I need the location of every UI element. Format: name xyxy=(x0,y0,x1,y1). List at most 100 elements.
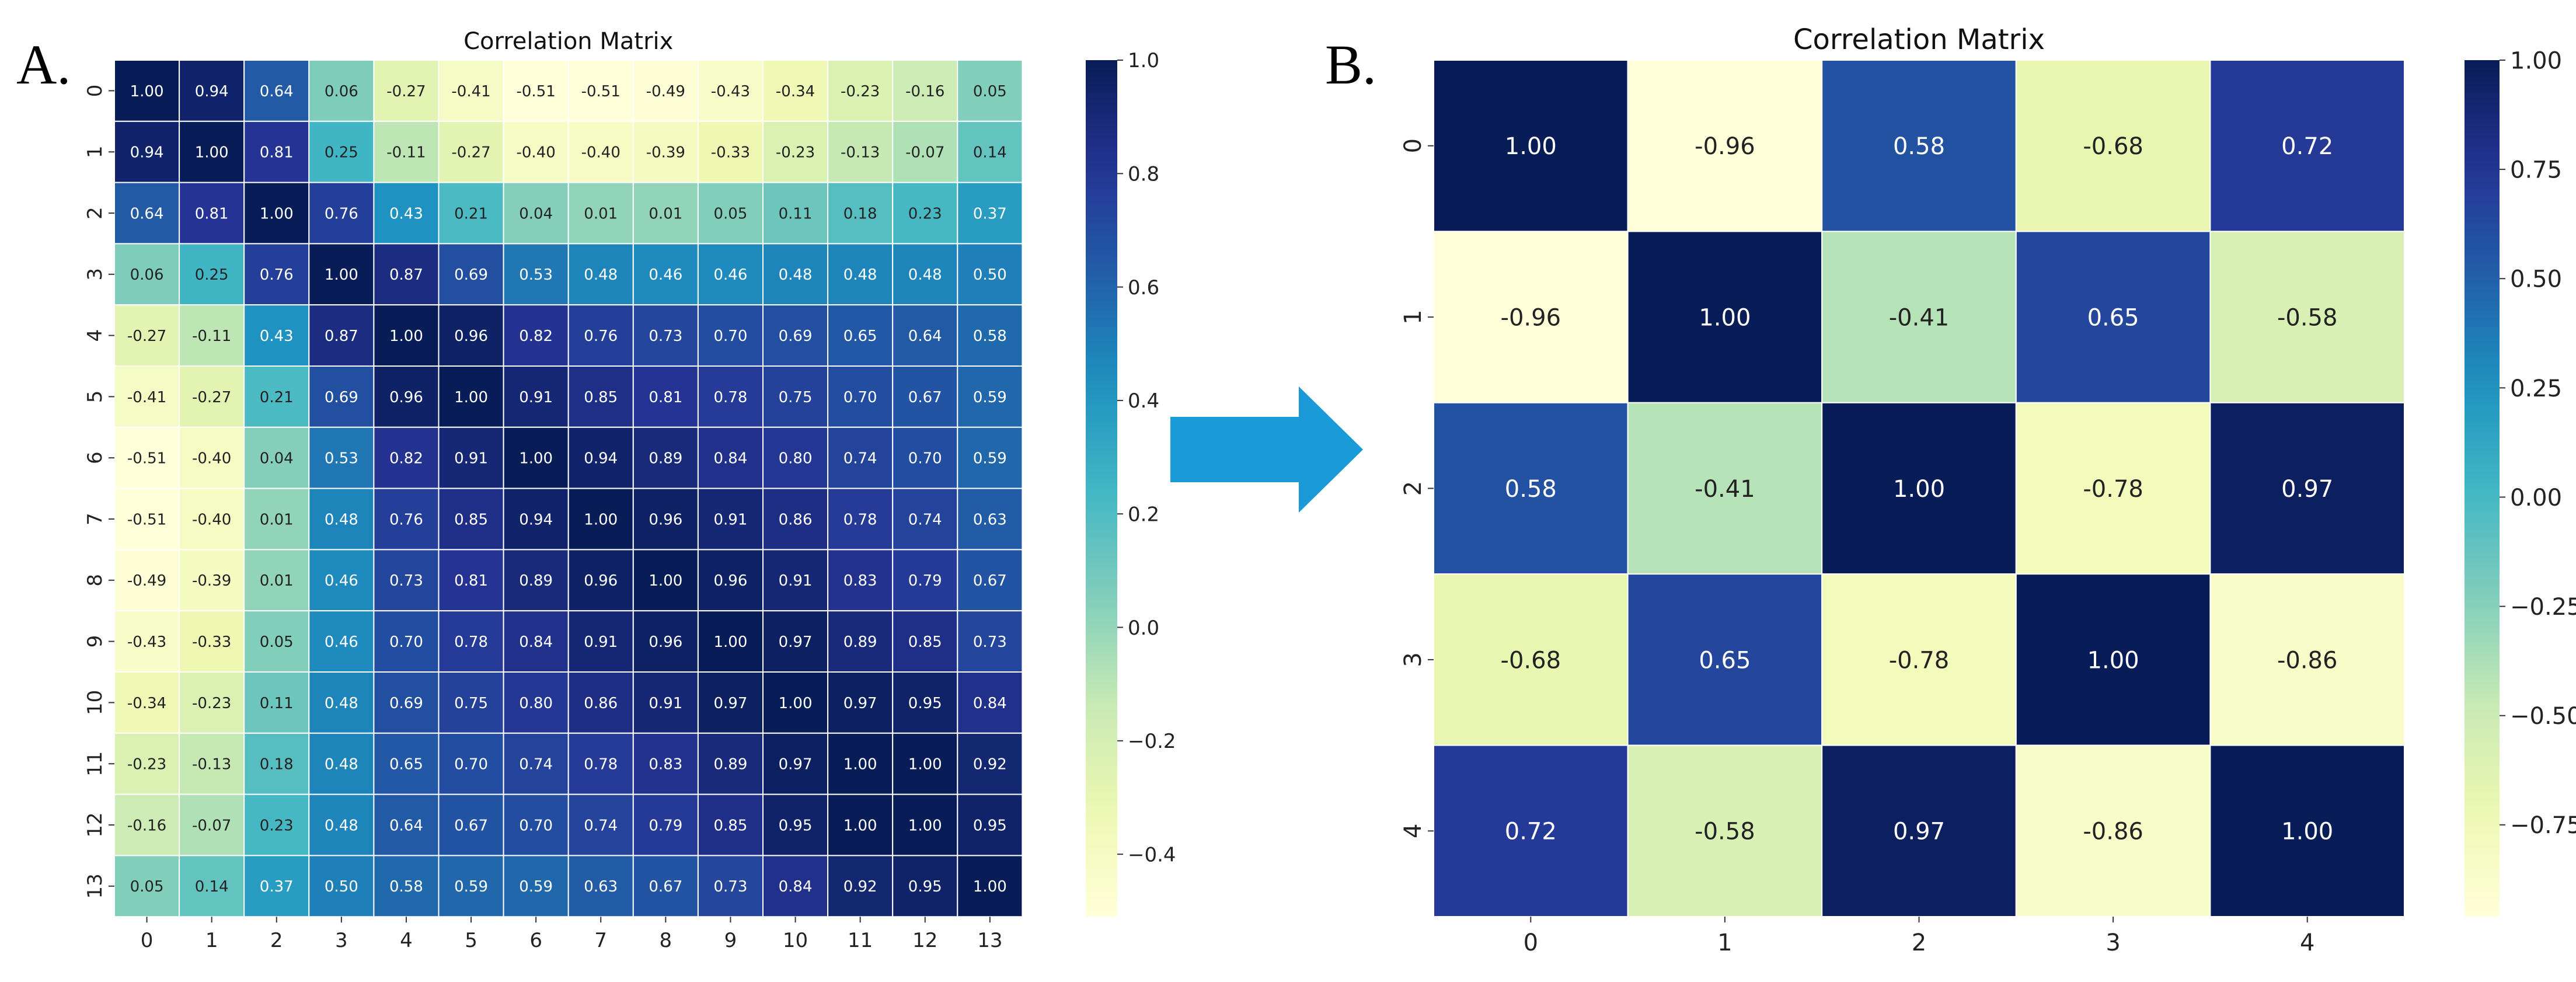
heatmap-cell xyxy=(632,182,699,245)
cell-value-label: 0.58 xyxy=(389,878,423,896)
chart-title: Correlation Matrix xyxy=(1793,23,2045,56)
cell-value-label: 0.67 xyxy=(649,878,682,896)
heatmap-cell xyxy=(114,60,180,122)
heatmap-cell xyxy=(243,182,310,245)
x-tick-label: 3 xyxy=(2106,929,2120,956)
cell-value-label: 0.43 xyxy=(389,205,423,222)
colorbar-tick-label: −0.75 xyxy=(2510,812,2576,839)
cell-value-label: 0.50 xyxy=(973,266,1007,284)
heatmap-cell xyxy=(762,365,829,428)
heatmap-cell xyxy=(827,487,894,551)
heatmap-cell xyxy=(243,60,310,122)
cell-value-label: 0.82 xyxy=(519,328,553,345)
heatmap-cell xyxy=(373,793,440,856)
cell-value-label: -0.58 xyxy=(2277,305,2338,332)
x-tick-label: 4 xyxy=(400,929,413,952)
cell-value-label: 0.70 xyxy=(389,633,423,651)
cell-value-label: 0.70 xyxy=(519,817,553,834)
heatmap-cell xyxy=(697,60,764,122)
cell-value-label: 0.82 xyxy=(389,450,423,468)
heatmap-cell xyxy=(827,182,894,245)
cell-value-label: -0.40 xyxy=(192,450,231,468)
cell-value-label: -0.39 xyxy=(192,572,231,590)
heatmap-cell xyxy=(697,487,764,551)
heatmap-cell xyxy=(179,365,245,428)
y-tick-label: 1 xyxy=(83,145,107,158)
heatmap-cell xyxy=(179,60,245,122)
cell-value-label: 0.87 xyxy=(325,328,358,345)
cell-value-label: 0.91 xyxy=(714,511,748,528)
heatmap-cell xyxy=(308,426,375,489)
cell-value-label: 0.05 xyxy=(714,205,748,222)
cell-value-label: -0.34 xyxy=(127,695,166,712)
heatmap-cell xyxy=(567,610,634,673)
heatmap-cell xyxy=(1627,60,1823,232)
heatmap-cell xyxy=(827,610,894,673)
cell-value-label: 0.85 xyxy=(908,633,942,651)
cell-value-label: 0.48 xyxy=(325,817,358,834)
colorbar-tick-label: −0.4 xyxy=(1128,843,1176,866)
cell-value-label: 0.06 xyxy=(325,83,358,100)
cell-value-label: 0.96 xyxy=(389,389,423,406)
cell-value-label: 0.96 xyxy=(454,328,488,345)
heatmap-cell xyxy=(438,487,504,551)
heatmap-cell xyxy=(308,549,375,612)
heatmap-cell xyxy=(762,182,829,245)
heatmap-cell xyxy=(632,793,699,856)
cell-value-label: 0.89 xyxy=(649,450,682,468)
cell-value-label: 1.00 xyxy=(649,572,682,590)
cell-value-label: 0.65 xyxy=(2087,305,2139,332)
heatmap-cell xyxy=(892,610,958,673)
cell-value-label: -0.86 xyxy=(2083,819,2143,845)
heatmap-cell xyxy=(2015,573,2211,746)
y-tick-label: 0 xyxy=(83,85,107,97)
cell-value-label: 0.48 xyxy=(325,695,358,712)
heatmap-cell xyxy=(762,549,829,612)
cell-value-label: 0.89 xyxy=(714,756,748,774)
cell-value-label: -0.68 xyxy=(1501,647,1561,674)
heatmap-cell xyxy=(438,365,504,428)
cell-value-label: 0.65 xyxy=(389,756,423,774)
cell-value-label: 0.63 xyxy=(584,878,618,896)
cell-value-label: 0.64 xyxy=(389,817,423,834)
y-tick-label: 0 xyxy=(1400,138,1427,153)
cell-value-label: -0.41 xyxy=(1695,476,1755,503)
cell-value-label: -0.43 xyxy=(127,633,166,651)
heatmap-cell xyxy=(567,793,634,856)
heatmap-cell xyxy=(1627,402,1823,575)
cell-value-label: 0.73 xyxy=(389,572,423,590)
heatmap-cell xyxy=(957,671,1023,734)
cell-value-label: 0.14 xyxy=(973,144,1007,162)
cell-value-label: 0.96 xyxy=(714,572,748,590)
cell-value-label: 0.58 xyxy=(973,328,1007,345)
cell-value-label: 0.83 xyxy=(843,572,877,590)
cell-value-label: 0.95 xyxy=(973,817,1007,834)
cell-value-label: 0.83 xyxy=(649,756,682,774)
y-tick-label: 8 xyxy=(83,574,107,587)
heatmap-cell xyxy=(243,732,310,795)
y-tick-label: 4 xyxy=(1400,824,1427,838)
heatmap-cell xyxy=(827,732,894,795)
cell-value-label: -0.13 xyxy=(192,756,231,774)
cell-value-label: 0.72 xyxy=(2281,133,2333,160)
cell-value-label: 1.00 xyxy=(1893,476,1945,503)
heatmap-cell xyxy=(957,60,1023,122)
cell-value-label: 0.46 xyxy=(325,633,358,651)
cell-value-label: 0.58 xyxy=(1893,133,1945,160)
x-tick-label: 3 xyxy=(335,929,348,952)
panel-label: B. xyxy=(1325,33,1376,96)
y-tick-label: 6 xyxy=(83,451,107,464)
heatmap-cell xyxy=(762,855,829,918)
cell-value-label: 0.01 xyxy=(260,572,294,590)
heatmap-cell xyxy=(632,671,699,734)
y-tick-label: 11 xyxy=(83,751,107,776)
cell-value-label: 0.14 xyxy=(195,878,229,896)
cell-value-label: -0.40 xyxy=(581,144,621,162)
cell-value-label: -0.40 xyxy=(192,511,231,528)
heatmap-cell xyxy=(503,426,569,489)
cell-value-label: 0.86 xyxy=(584,695,618,712)
heatmap-cell xyxy=(1433,231,1629,403)
cell-value-label: 0.18 xyxy=(260,756,294,774)
heatmap-cell xyxy=(373,671,440,734)
cell-value-label: -0.49 xyxy=(646,83,685,100)
